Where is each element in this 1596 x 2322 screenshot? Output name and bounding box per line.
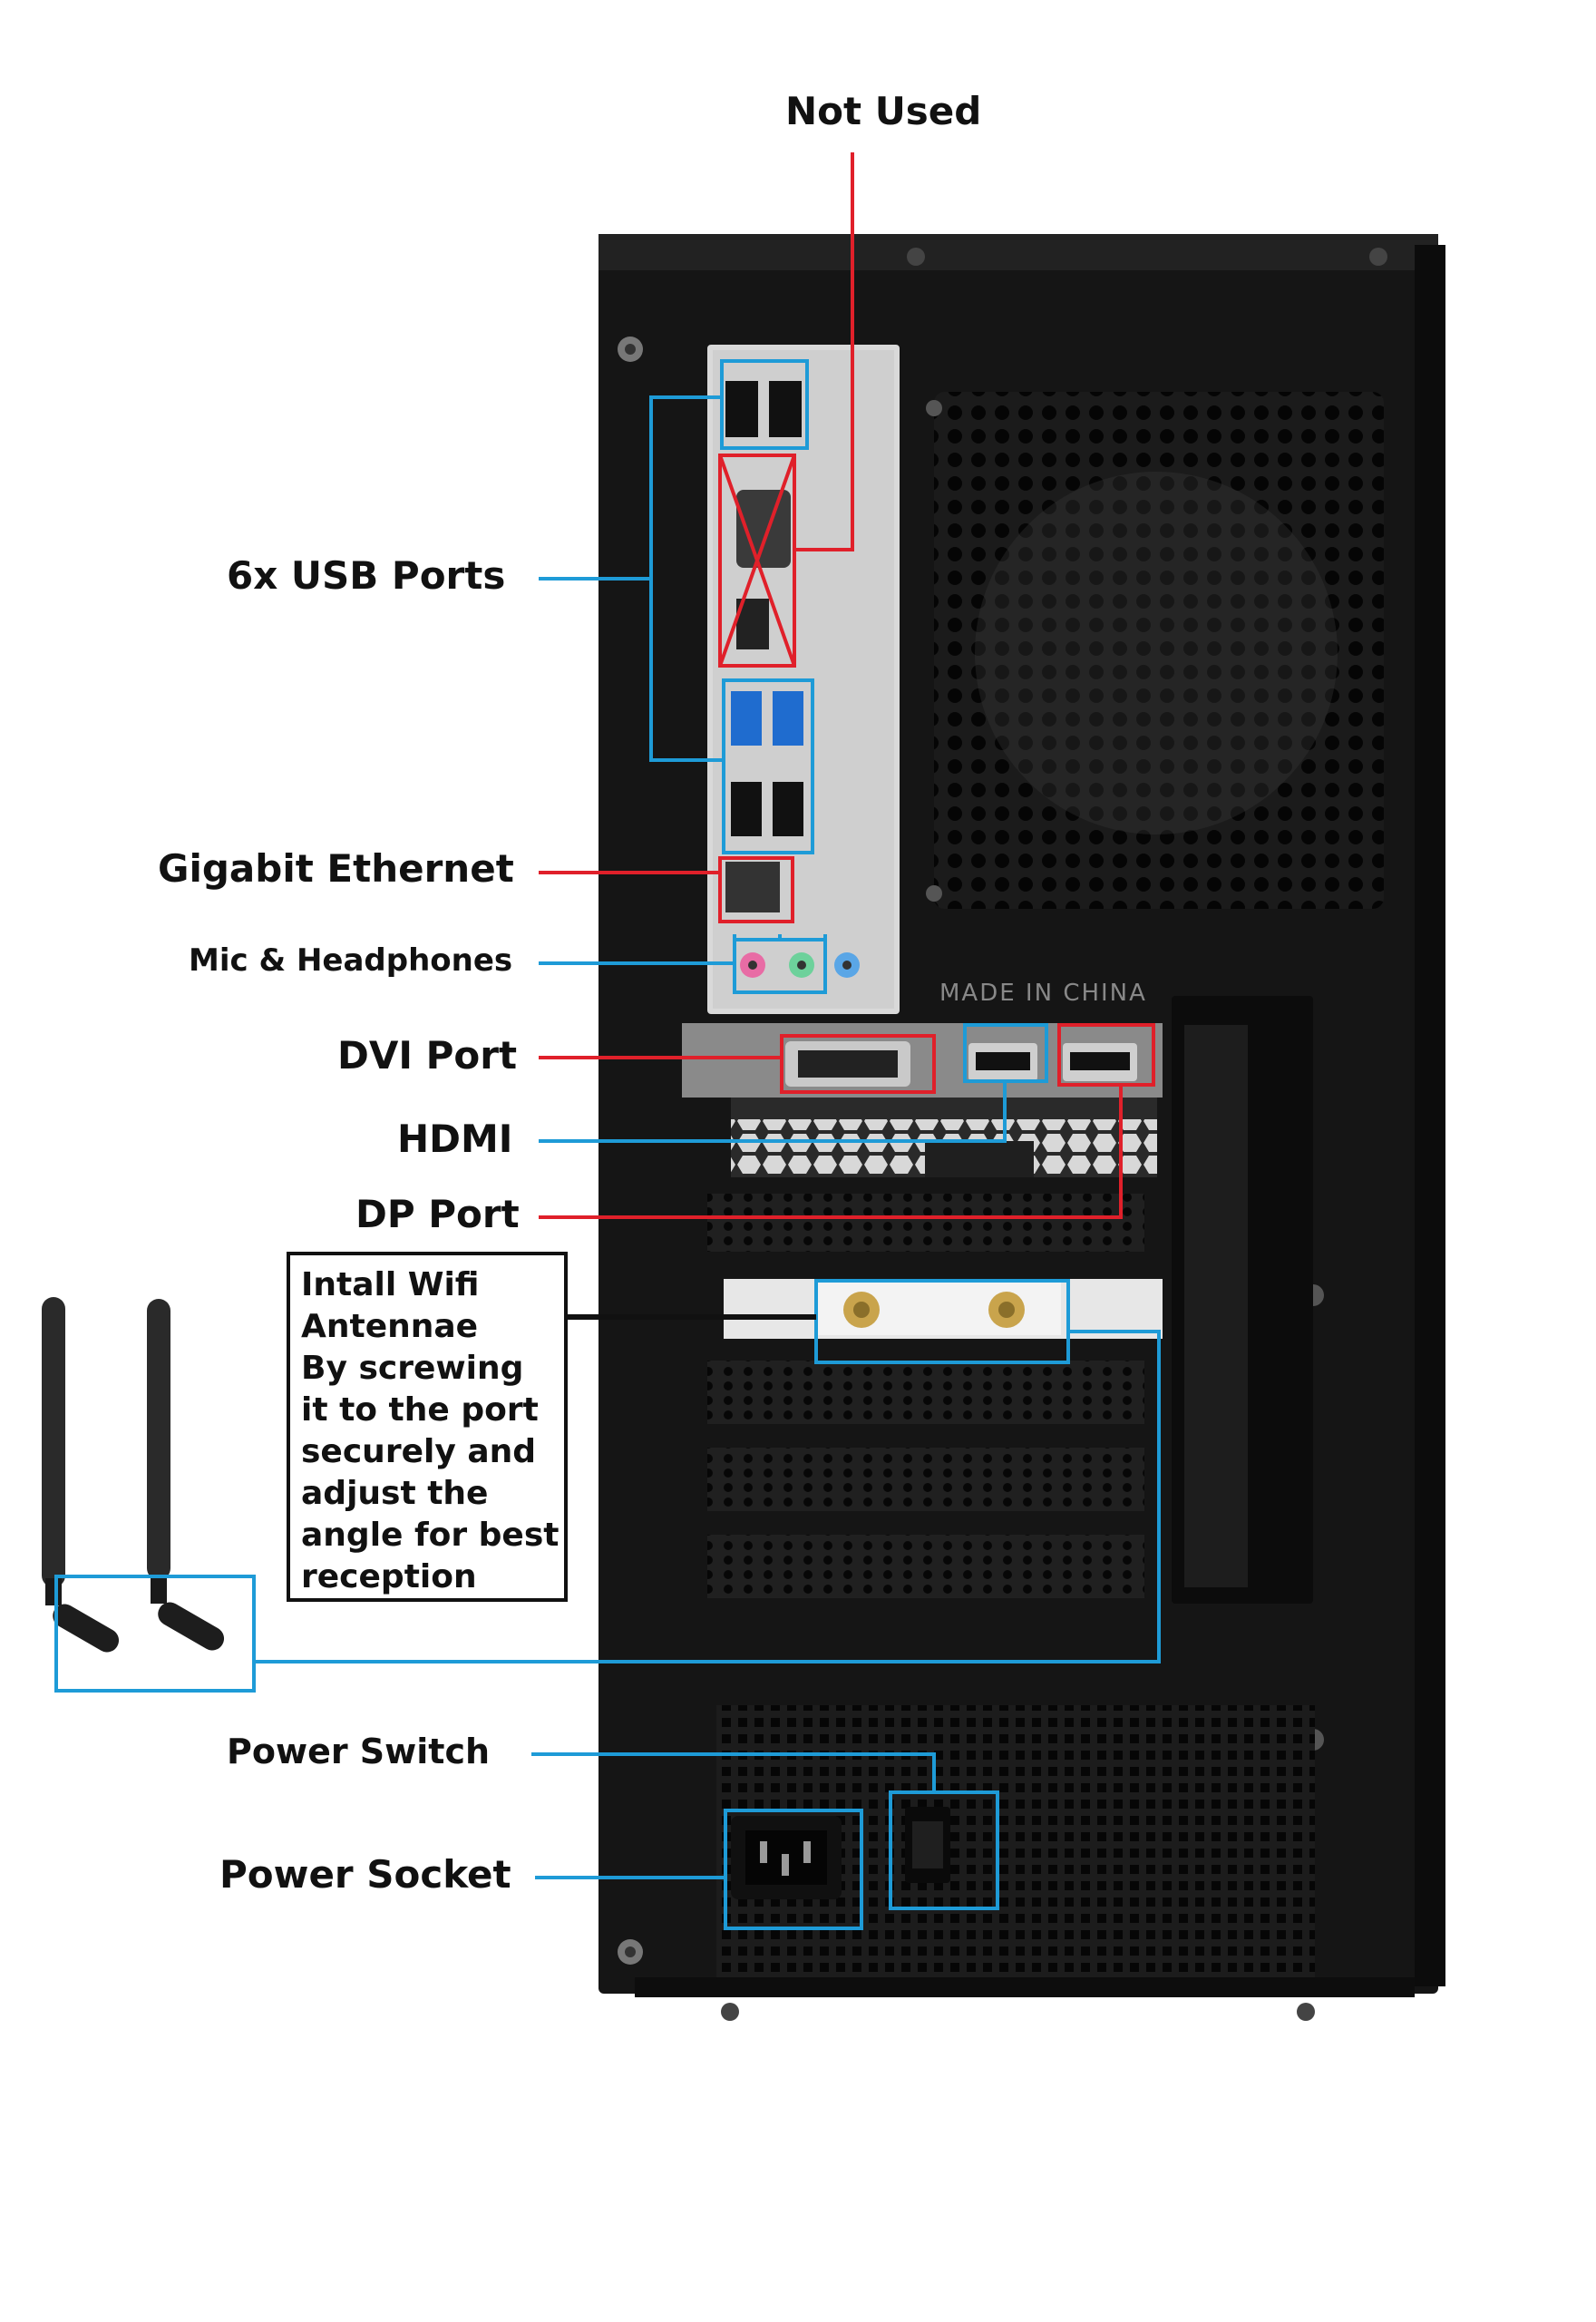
graphics-card xyxy=(682,1023,1163,1177)
label-usb-ports: 6x USB Ports xyxy=(227,553,506,598)
label-gigabit-ethernet: Gigabit Ethernet xyxy=(158,846,514,891)
note-line: adjust the xyxy=(301,1475,489,1512)
label-dvi-port: DVI Port xyxy=(337,1033,518,1078)
note-line: securely and xyxy=(301,1433,537,1470)
case-made-in-china: MADE IN CHINA xyxy=(939,980,1147,1007)
psu xyxy=(716,1705,1315,1977)
note-line: it to the port xyxy=(301,1391,539,1429)
note-line: reception xyxy=(301,1558,477,1595)
red-callouts xyxy=(539,152,1155,1219)
wifi-antenna-note: Intall Wifi Antennae By screwing it to t… xyxy=(287,1252,568,1602)
label-mic-headphones: Mic & Headphones xyxy=(189,942,513,979)
note-line: By screwing xyxy=(301,1350,524,1387)
label-not-used: Not Used xyxy=(785,89,982,133)
note-line: Intall Wifi xyxy=(301,1266,480,1303)
label-dp-port: DP Port xyxy=(355,1192,520,1236)
wifi-antennas xyxy=(42,1297,225,1653)
blue-callouts xyxy=(54,359,1161,1930)
label-power-switch: Power Switch xyxy=(227,1732,491,1771)
expansion-slots xyxy=(707,996,1313,1604)
label-power-socket: Power Socket xyxy=(219,1852,511,1897)
fan-grill xyxy=(926,392,1384,909)
note-line: angle for best xyxy=(301,1517,560,1554)
note-line: Antennae xyxy=(301,1308,479,1345)
label-hdmi: HDMI xyxy=(397,1117,513,1161)
